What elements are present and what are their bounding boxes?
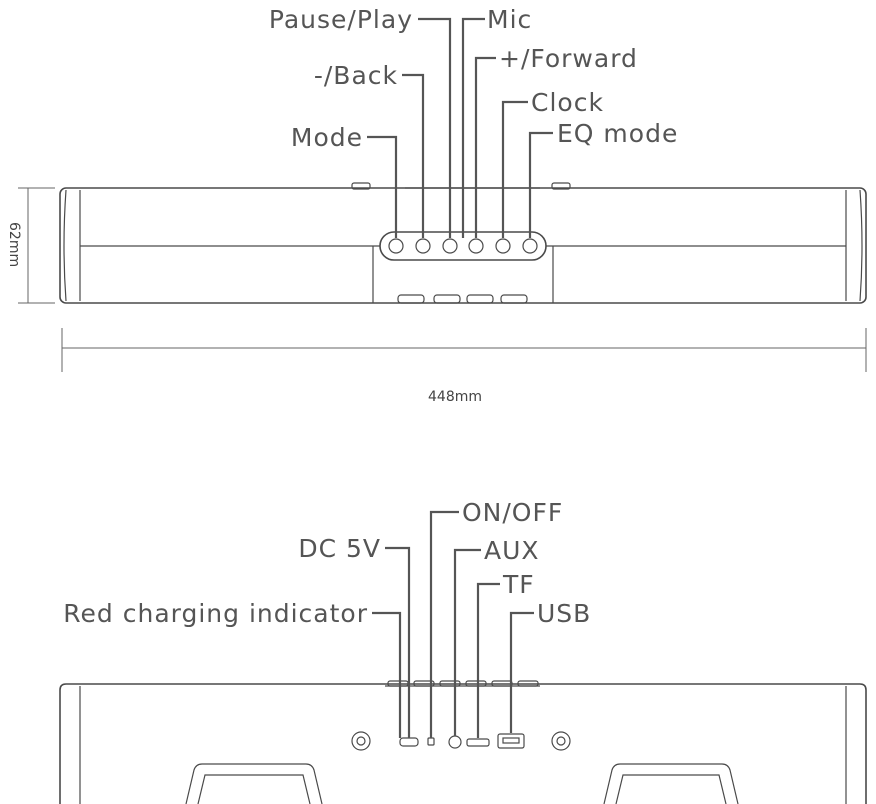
front-foot-4	[500, 294, 528, 304]
front-foot-1	[397, 294, 425, 304]
aux-label: AUX	[484, 536, 540, 565]
clock-leader	[501, 100, 528, 238]
usb-port-icon	[497, 733, 525, 749]
front-view: Pause/Play Mic -/Back +/Forward Clock Mo…	[6, 5, 867, 405]
back-top-button-3	[439, 680, 461, 687]
back-left-foot-inner	[197, 774, 311, 804]
tf-slot-icon	[466, 738, 490, 747]
forward-leader	[474, 56, 496, 238]
tf-label: TF	[502, 570, 535, 599]
mode-leader	[367, 135, 398, 238]
pause-play-button-icon	[442, 238, 458, 254]
front-foot-3	[466, 294, 494, 304]
top-button-right	[551, 182, 571, 190]
usb-port-inner	[502, 737, 520, 744]
dc-5v-leader	[385, 546, 411, 738]
width-dimension-line	[61, 328, 867, 372]
tf-leader	[476, 582, 500, 738]
usb-label: USB	[537, 599, 591, 628]
eq-mode-leader	[528, 131, 553, 238]
red-charging-indicator-label: Red charging indicator	[63, 599, 368, 628]
front-left-cap-curve	[63, 189, 67, 302]
clock-label: Clock	[531, 88, 604, 117]
clock-button-icon	[495, 238, 511, 254]
eq-mode-label: EQ mode	[557, 119, 678, 148]
forward-label: +/Forward	[499, 44, 638, 73]
pause-play-label: Pause/Play	[269, 5, 413, 34]
aux-leader	[453, 548, 481, 736]
mode-button-icon	[388, 238, 404, 254]
on-off-leader	[429, 510, 459, 738]
height-dimension-label: 62mm	[6, 222, 22, 267]
right-screw-inner	[556, 736, 566, 746]
back-right-foot-inner	[615, 774, 727, 804]
mic-leader	[461, 17, 485, 238]
back-button-icon	[415, 238, 431, 254]
mic-label: Mic	[487, 5, 532, 34]
mode-label: Mode	[291, 123, 363, 152]
width-dimension-label: 448mm	[428, 389, 482, 405]
left-screw-icon	[351, 731, 371, 751]
top-button-left	[351, 182, 371, 190]
back-top-button-4	[465, 680, 487, 687]
front-foot-2	[433, 294, 461, 304]
red-charging-indicator-leader	[372, 611, 402, 738]
eq-mode-button-icon	[522, 238, 538, 254]
front-right-cap-curve	[859, 189, 863, 302]
back-leader	[402, 73, 425, 238]
back-soundbar-body	[59, 683, 867, 804]
back-top-button-6	[517, 680, 539, 687]
back-right-foot	[603, 763, 739, 804]
on-off-label: ON/OFF	[462, 498, 563, 527]
forward-button-icon	[468, 238, 484, 254]
left-screw-inner	[356, 736, 366, 746]
front-center-panel	[372, 246, 554, 303]
height-dimension-line	[18, 187, 55, 304]
dc-5v-label: DC 5V	[298, 534, 381, 563]
back-label: -/Back	[314, 61, 398, 90]
back-left-foot	[185, 763, 323, 804]
pause-play-leader	[418, 17, 452, 238]
back-top-button-2	[413, 680, 435, 687]
usb-leader	[509, 611, 534, 733]
right-screw-icon	[551, 731, 571, 751]
back-view: ON/OFF DC 5V AUX TF Red charging indicat…	[59, 498, 867, 804]
